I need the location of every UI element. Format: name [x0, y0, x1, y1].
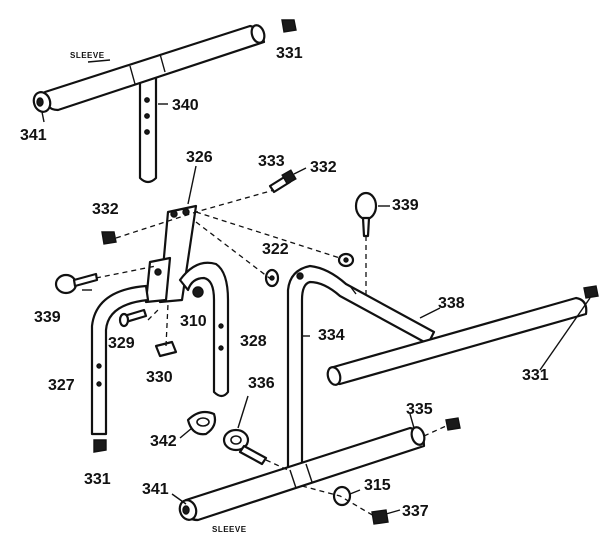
- cap-331-bottom: [445, 417, 461, 431]
- label-340: 340: [172, 97, 199, 114]
- label-332-right: 332: [310, 159, 337, 176]
- label-310: 310: [180, 313, 207, 330]
- label-330: 330: [146, 369, 173, 386]
- knob-339-left: [54, 273, 78, 295]
- label-335: 335: [406, 401, 433, 418]
- label-331-right: 331: [522, 367, 549, 384]
- label-341-top: 341: [20, 127, 47, 144]
- top-sleeve-assembly: [32, 19, 297, 184]
- label-329: 329: [108, 335, 135, 352]
- leg-frame-327: [90, 284, 150, 436]
- label-342: 342: [150, 433, 177, 450]
- main-frame: [286, 264, 599, 470]
- leg-frames: [90, 261, 230, 453]
- label-315: 315: [364, 477, 391, 494]
- nut-332-left: [101, 231, 117, 245]
- foot-cap-331-left: [93, 439, 107, 453]
- label-322: 322: [262, 241, 289, 258]
- bottom-sleeve-assembly: [178, 410, 461, 525]
- label-331-top: 331: [276, 45, 303, 62]
- leg-frame-328: [178, 261, 230, 398]
- label-sleeve-top: SLEEVE: [70, 51, 105, 60]
- label-339-left: 339: [34, 309, 61, 326]
- label-341-bottom: 341: [142, 481, 169, 498]
- post-340: [138, 68, 158, 184]
- sleeve-tube-bottom: [184, 426, 426, 522]
- label-leaders: [41, 59, 591, 515]
- part-labels: SLEEVE 331 340 341 326 333 332 332 339 3…: [20, 45, 549, 534]
- label-336: 336: [248, 375, 275, 392]
- label-337: 337: [402, 503, 429, 520]
- assembly-lines: [95, 189, 447, 517]
- label-331-bottom: 331: [84, 471, 111, 488]
- cap-331-right: [583, 285, 599, 299]
- label-334: 334: [318, 327, 345, 344]
- nut-337: [371, 509, 389, 525]
- label-328: 328: [240, 333, 267, 350]
- label-332-left: 332: [92, 201, 119, 218]
- washer-315: [332, 485, 352, 507]
- label-sleeve-bottom: SLEEVE: [212, 525, 247, 534]
- label-326: 326: [186, 149, 213, 166]
- knob-339-right: [354, 191, 378, 221]
- label-339-right: 339: [392, 197, 419, 214]
- part-310: [192, 286, 204, 298]
- label-338: 338: [438, 295, 465, 312]
- bracket-326-assembly: [54, 169, 378, 358]
- label-333: 333: [258, 153, 285, 170]
- cap-331-top: [281, 19, 297, 33]
- label-327: 327: [48, 377, 75, 394]
